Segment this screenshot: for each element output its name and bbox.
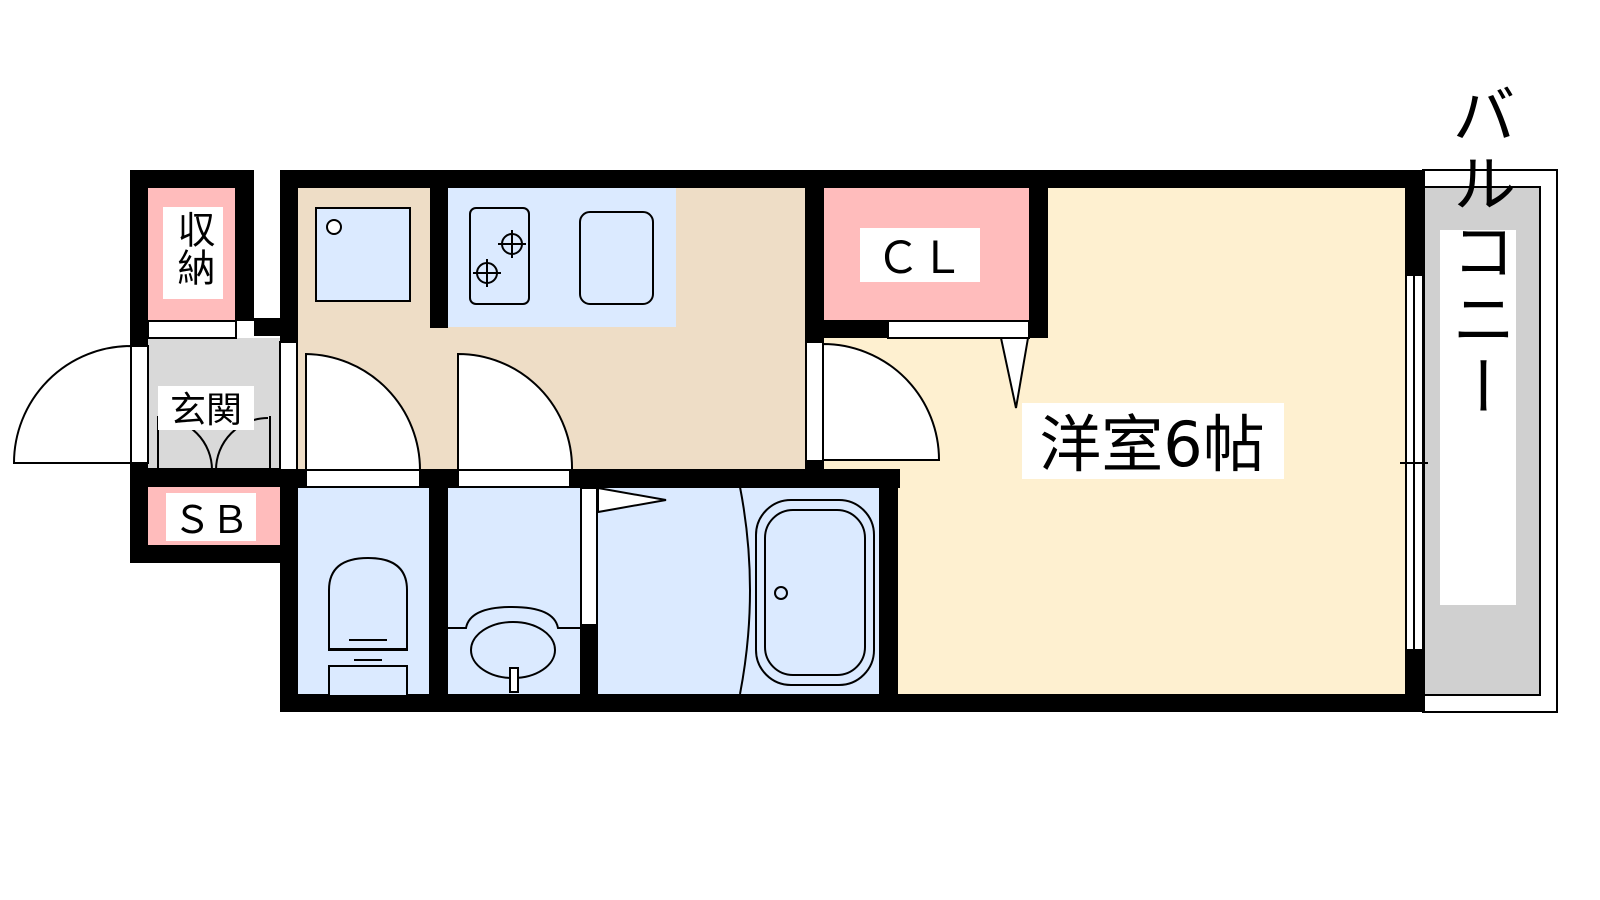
bath-drain-icon (774, 586, 788, 600)
washroom-floor (447, 487, 581, 695)
storage-label-bg (163, 207, 223, 299)
walls (130, 170, 1425, 712)
storage-label: 収納 (171, 210, 215, 286)
closet-label-bg (860, 228, 980, 282)
bath-door-wedge (597, 486, 667, 514)
fixtures (315, 207, 875, 697)
wall-storage-right (235, 170, 254, 321)
wall-left-sb (130, 463, 148, 563)
stove-top (469, 207, 530, 305)
labels: 収納 玄関 ＳＢ ＣＬ 洋室6帖 バルコニー (158, 82, 1516, 605)
western-room-label: 洋室6帖 (1039, 408, 1264, 481)
toilet-bowl (328, 556, 408, 651)
wall-bath-right (879, 469, 898, 712)
wall-mid-1 (280, 469, 306, 488)
closet-door-frame (887, 320, 1030, 339)
wash-door-opening (457, 469, 571, 488)
wall-storage-shelf (254, 318, 280, 336)
kitchen-sink (579, 211, 654, 305)
wall-sb-top (130, 468, 280, 487)
wall-toilet-right (429, 487, 448, 712)
entrance-label-bg (158, 386, 254, 430)
wall-mid-3 (570, 469, 900, 488)
room-door-swing (822, 342, 941, 461)
thin-lines (130, 169, 1558, 713)
shoebox-label: ＳＢ (173, 498, 249, 542)
wall-room-left-top (805, 170, 824, 342)
front-door-swing (12, 344, 132, 464)
closet-label: ＣＬ (876, 233, 964, 284)
wall-closet-bottom (822, 320, 888, 338)
western-room-label-bg (1022, 403, 1284, 479)
toilet-tank (328, 665, 408, 697)
bathroom-floor (597, 487, 879, 695)
drain-icon (326, 219, 342, 235)
toilet-floor (297, 487, 430, 695)
bath-door-frame (580, 487, 598, 626)
wall-top-main (280, 170, 1425, 188)
entrance-inner-door-right (215, 417, 269, 471)
balcony-label: バルコニー (1441, 82, 1515, 422)
wall-right-bottom (1405, 650, 1423, 712)
wall-toilet-left (280, 470, 298, 712)
wall-kitchen-left (280, 170, 298, 342)
wall-bottom (280, 694, 1425, 712)
wall-kitchen-stub (430, 187, 448, 328)
balcony-label-bg (1440, 230, 1516, 605)
bathtub (755, 499, 875, 686)
entrance-door-jamb (130, 345, 149, 464)
closet-door-wedge (999, 337, 1030, 409)
wall-left-storage (130, 170, 148, 346)
wash-door-swing (457, 352, 574, 471)
bathtub-inner (764, 509, 866, 676)
toilet-door-opening (305, 469, 421, 488)
shoebox-label-bg (166, 493, 256, 541)
burner-icon (473, 259, 501, 287)
entrance-label: 玄関 (170, 390, 242, 431)
wall-right-top (1405, 170, 1423, 275)
bath-curtain (739, 486, 751, 695)
wash-basin (448, 605, 580, 629)
toilet-door-swing (305, 352, 422, 471)
wall-sb-bottom (130, 545, 280, 563)
room-door-jamb (805, 341, 824, 462)
entrance-right-jamb (279, 341, 298, 471)
wall-wash-right (580, 625, 598, 712)
wall-room-left-bottom (805, 461, 824, 488)
storage-door-frame (147, 320, 237, 339)
wall-closet-right (1029, 170, 1048, 338)
wall-top-left (130, 170, 254, 188)
wall-mid-2 (420, 469, 458, 488)
burner-icon (498, 230, 526, 258)
faucet (509, 667, 519, 693)
